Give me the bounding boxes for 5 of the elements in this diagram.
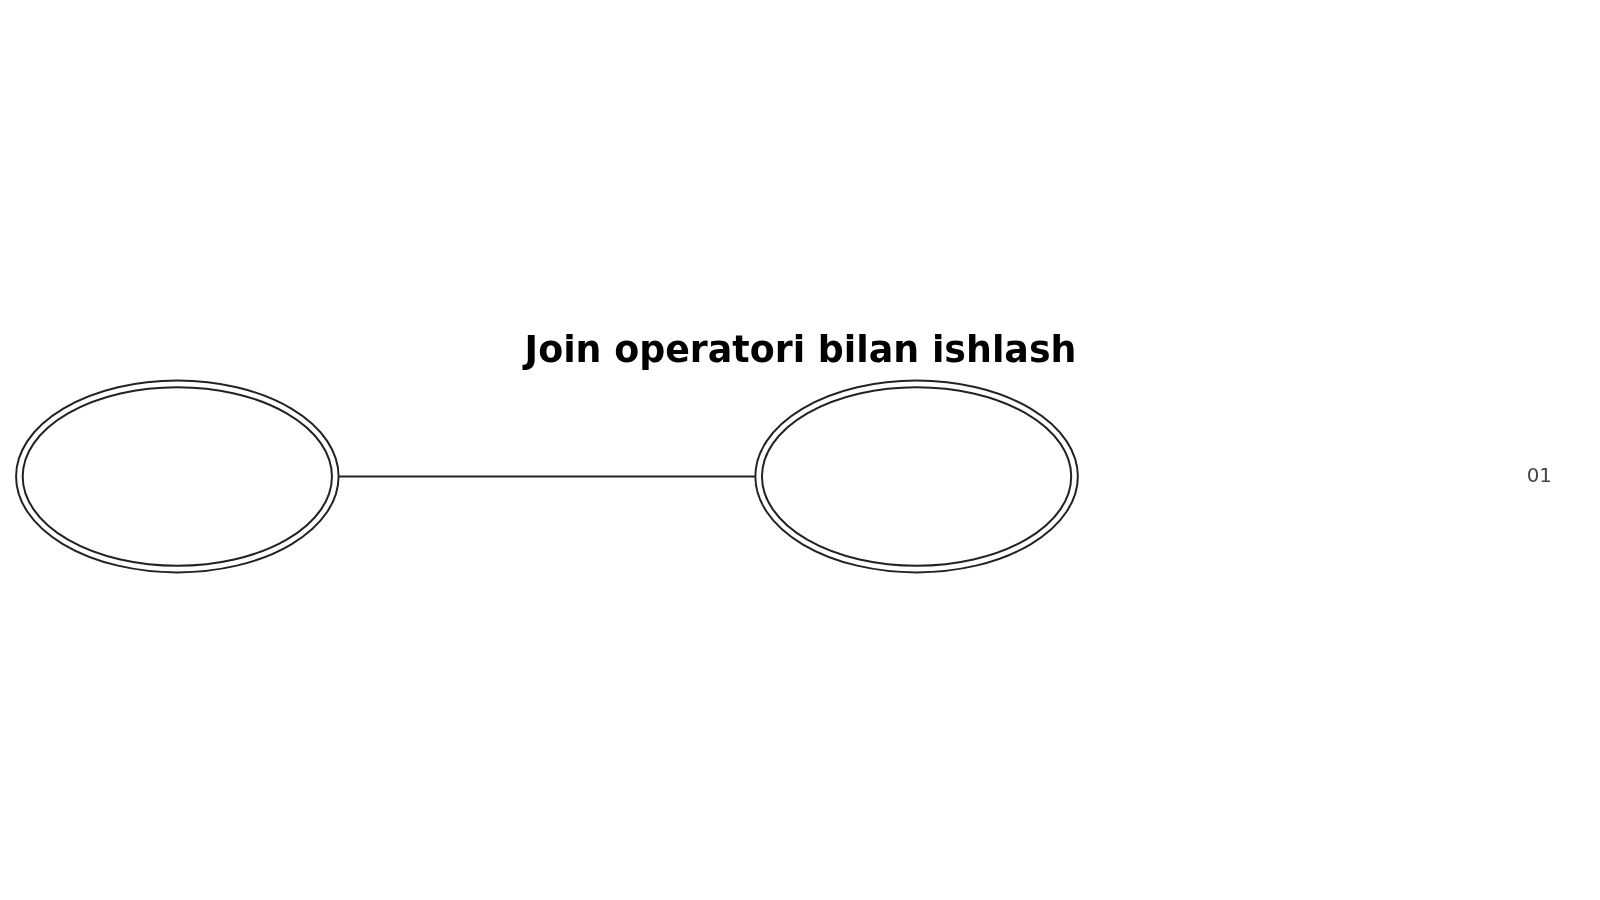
connector <box>337 475 756 478</box>
node-ellipse <box>754 379 1079 574</box>
diagram-title: Join operatori bilan ishlash <box>524 327 1077 371</box>
node-ellipse <box>15 379 340 574</box>
label: 01 <box>1526 463 1552 487</box>
